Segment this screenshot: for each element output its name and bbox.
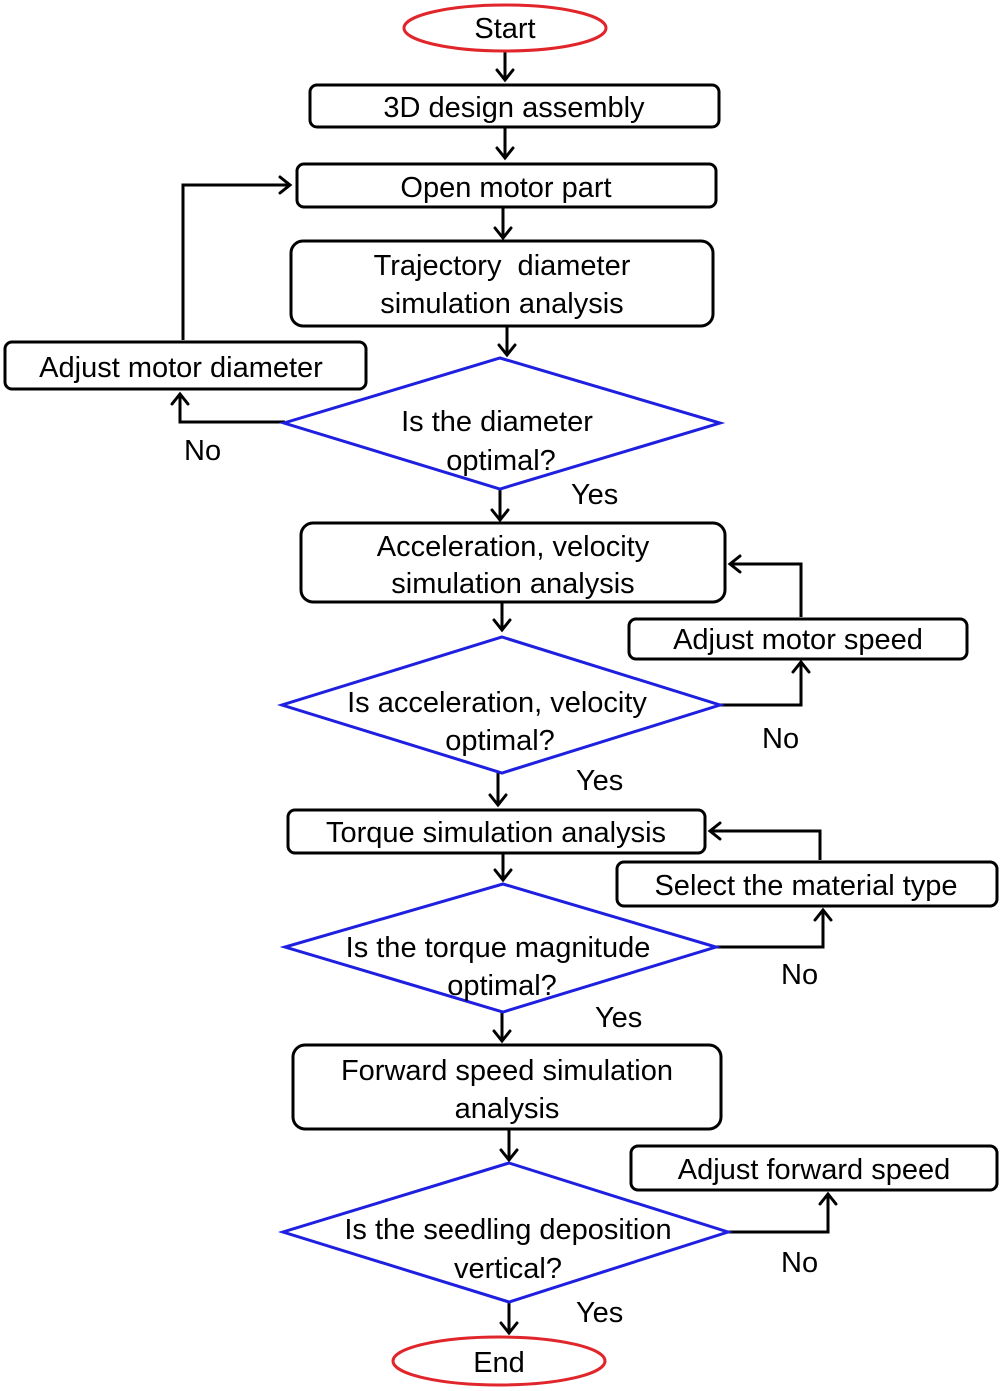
end-label: End [473,1347,525,1379]
decision-torque-optimal: Is the torque magnitude optimal? [279,882,722,1014]
process-trajectory-analysis-line1: Trajectory diameter [374,250,631,282]
end-ellipse [391,1335,607,1387]
decision-seedling-line2: vertical? [454,1253,562,1285]
loop-torque-no-branch [716,910,825,949]
decision-seedling-vertical: Is the seedling deposition vertical? [277,1161,733,1304]
process-design-assembly: 3D design assembly [308,83,721,129]
process-acceleration-analysis-line1: Acceleration, velocity [377,531,650,563]
branch-label-yes: Yes [595,1002,642,1034]
process-forward-speed-analysis-line2: analysis [455,1093,560,1125]
process-select-material: Select the material type [615,860,999,908]
arrowhead-down [493,226,513,241]
process-adjust-motor-speed: Adjust motor speed [627,617,969,661]
process-trajectory-analysis-line2: simulation analysis [380,288,623,320]
decision-torque-diamond [279,882,722,1014]
connectors [178,52,830,1333]
arrowhead-up [170,391,190,406]
process-adjust-forward-speed: Adjust forward speed [629,1144,999,1192]
arrowhead-left [707,821,722,841]
process-adjust-motor-speed-label: Adjust motor speed [673,624,923,656]
process-trajectory-analysis: Trajectory diameter simulation analysis [289,239,715,328]
loop-diameter-no-branch [178,394,285,424]
arrowhead-left [727,554,742,574]
branch-label-no: No [762,723,799,755]
decision-seedling-line1: Is the seedling deposition [344,1214,671,1246]
process-open-motor-part: Open motor part [295,162,718,209]
decision-diameter-line2: optimal? [446,445,556,477]
arrowhead-down [497,343,517,358]
process-design-assembly-label: 3D design assembly [383,92,645,124]
arrowhead-up [791,659,811,674]
branch-labels: No Yes No Yes No Yes No Yes [184,435,818,1329]
loop-acceleration-no-branch [720,662,803,707]
branch-label-yes: Yes [576,765,623,797]
arrowhead-up [813,907,833,922]
branch-label-yes: Yes [571,479,618,511]
start-ellipse [402,3,608,53]
loop-seedling-no-branch [728,1194,830,1234]
arrowhead-down [499,1148,519,1163]
arrowhead-down [499,1321,519,1336]
process-acceleration-analysis-line2: simulation analysis [391,568,634,600]
process-select-material-label: Select the material type [654,870,957,902]
process-adjust-motor-diameter-label: Adjust motor diameter [39,352,323,384]
arrowhead-down [493,868,513,883]
decision-torque-line2: optimal? [447,970,557,1002]
start-label: Start [474,13,535,45]
decision-acceleration-line1: Is acceleration, velocity [347,687,647,719]
arrowhead-down [488,793,508,808]
arrowhead-down [492,618,512,633]
arrowhead-down [492,1029,512,1044]
process-torque-analysis-label: Torque simulation analysis [326,817,666,849]
decision-seedling-diamond [277,1161,733,1304]
decision-torque-line1: Is the torque magnitude [346,932,651,964]
loop-diameter-return [181,183,290,340]
end-node: End [391,1335,607,1387]
process-acceleration-analysis: Acceleration, velocity simulation analys… [299,521,727,604]
decision-diameter-optimal: Is the diameter optimal? [278,356,726,491]
process-open-motor-part-label: Open motor part [400,172,611,204]
arrowheads [170,68,838,1336]
branch-label-no: No [781,1247,818,1279]
process-forward-speed-analysis-line1: Forward speed simulation [341,1055,673,1087]
arrowhead-down [495,68,515,83]
branch-label-yes: Yes [576,1297,623,1329]
process-adjust-motor-diameter: Adjust motor diameter [3,340,368,391]
decision-acceleration-line2: optimal? [445,725,555,757]
process-adjust-forward-speed-label: Adjust forward speed [678,1154,950,1186]
start-node: Start [402,3,608,53]
branch-label-no: No [184,435,221,467]
decision-acceleration-optimal: Is acceleration, velocity optimal? [276,635,726,775]
arrowhead-down [490,508,510,523]
decision-acceleration-diamond [276,635,726,775]
process-torque-analysis: Torque simulation analysis [286,808,707,855]
arrowhead-down [495,146,515,161]
process-forward-speed-analysis: Forward speed simulation analysis [291,1043,723,1131]
decision-diameter-line1: Is the diameter [401,406,593,438]
loop-torque-return [710,829,822,860]
arrowhead-up [818,1191,838,1206]
branch-label-no: No [781,959,818,991]
loop-acceleration-return [730,562,803,617]
decision-diameter-diamond [278,356,726,491]
arrowhead-right [278,175,293,195]
